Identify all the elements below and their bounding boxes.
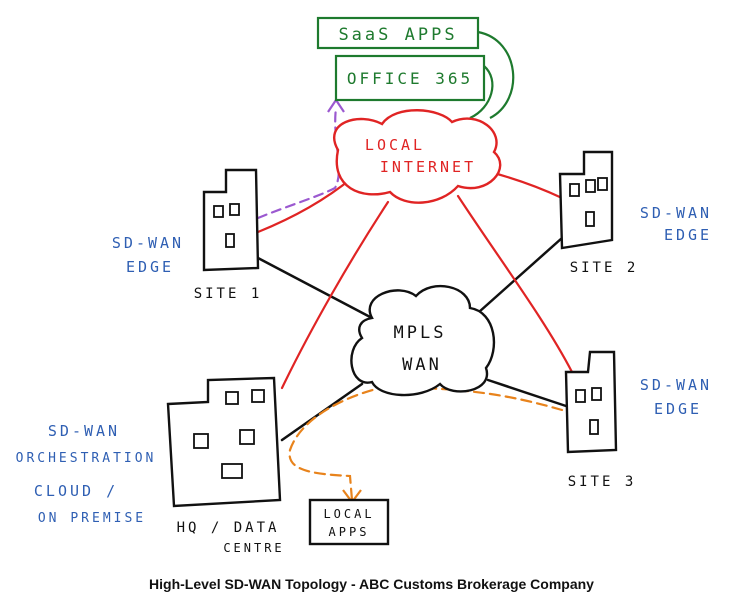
edge-left-line1: SD-WAN — [112, 234, 184, 252]
site1-building — [202, 168, 260, 272]
mpls-links — [256, 236, 568, 442]
site3-building — [564, 350, 618, 454]
annotation-orchestration: SD-WAN ORCHESTRATION CLOUD / ON PREMISE — [16, 422, 157, 526]
breakout-path-site1-office365 — [256, 106, 340, 220]
local-apps-line2: APPS — [329, 525, 370, 539]
mpls-wan-cloud: MPLS WAN — [350, 284, 496, 397]
link-site2-internet — [488, 170, 564, 200]
orchestration-line1: SD-WAN — [48, 422, 120, 440]
local-internet-cloud: LOCAL INTERNET — [333, 109, 502, 204]
link-internet-saas — [477, 30, 515, 119]
site2-label: SITE 2 — [570, 260, 639, 276]
saas-apps-label: SaaS APPS — [338, 25, 457, 45]
orchestration-line3: CLOUD / — [34, 482, 118, 500]
annotation-edge-right-bottom: SD-WAN EDGE — [640, 376, 712, 418]
link-site1-internet — [256, 176, 354, 234]
mpls-label-line1: MPLS — [394, 323, 447, 343]
local-apps-box: LOCAL APPS — [308, 498, 390, 546]
annotation-edge-right-top: SD-WAN EDGE — [640, 204, 712, 244]
link-site1-mpls — [256, 256, 374, 320]
annotation-edge-left: SD-WAN EDGE — [112, 234, 184, 276]
local-apps-line1: LOCAL — [323, 507, 374, 521]
cloud-app-links — [469, 30, 515, 120]
hq-label-line2: CENTRE — [223, 541, 284, 555]
app-path-site3-local-apps — [288, 386, 564, 502]
diagram-caption: High-Level SD-WAN Topology - ABC Customs… — [149, 576, 594, 592]
breakout-arrowhead — [327, 98, 345, 113]
site1-label: SITE 1 — [194, 286, 263, 302]
internet-label-line1: LOCAL — [365, 136, 425, 154]
site3-label: SITE 3 — [568, 474, 637, 490]
link-site3-mpls — [486, 378, 568, 408]
internet-label-line2: INTERNET — [380, 158, 476, 176]
orchestration-line2: ORCHESTRATION — [16, 451, 157, 466]
edge-right-top-line2: EDGE — [664, 226, 712, 244]
site2-building — [558, 150, 614, 250]
mpls-label-line2: WAN — [402, 355, 442, 375]
office365-label: OFFICE 365 — [347, 69, 473, 88]
saas-apps-box: SaaS APPS — [316, 16, 480, 50]
edge-right-bottom-line1: SD-WAN — [640, 376, 712, 394]
edge-right-top-line1: SD-WAN — [640, 204, 712, 222]
link-internet-office365 — [469, 65, 494, 120]
office365-box: OFFICE 365 — [334, 54, 486, 102]
link-hq-internet — [280, 200, 390, 390]
link-site2-mpls — [468, 236, 564, 322]
edge-left-line2: EDGE — [126, 258, 174, 276]
edge-right-bottom-line2: EDGE — [654, 400, 702, 418]
hq-building — [166, 376, 282, 508]
link-site3-internet — [456, 194, 574, 374]
orchestration-line4: ON PREMISE — [38, 511, 146, 526]
hq-label-line1: HQ / DATA — [177, 520, 280, 536]
